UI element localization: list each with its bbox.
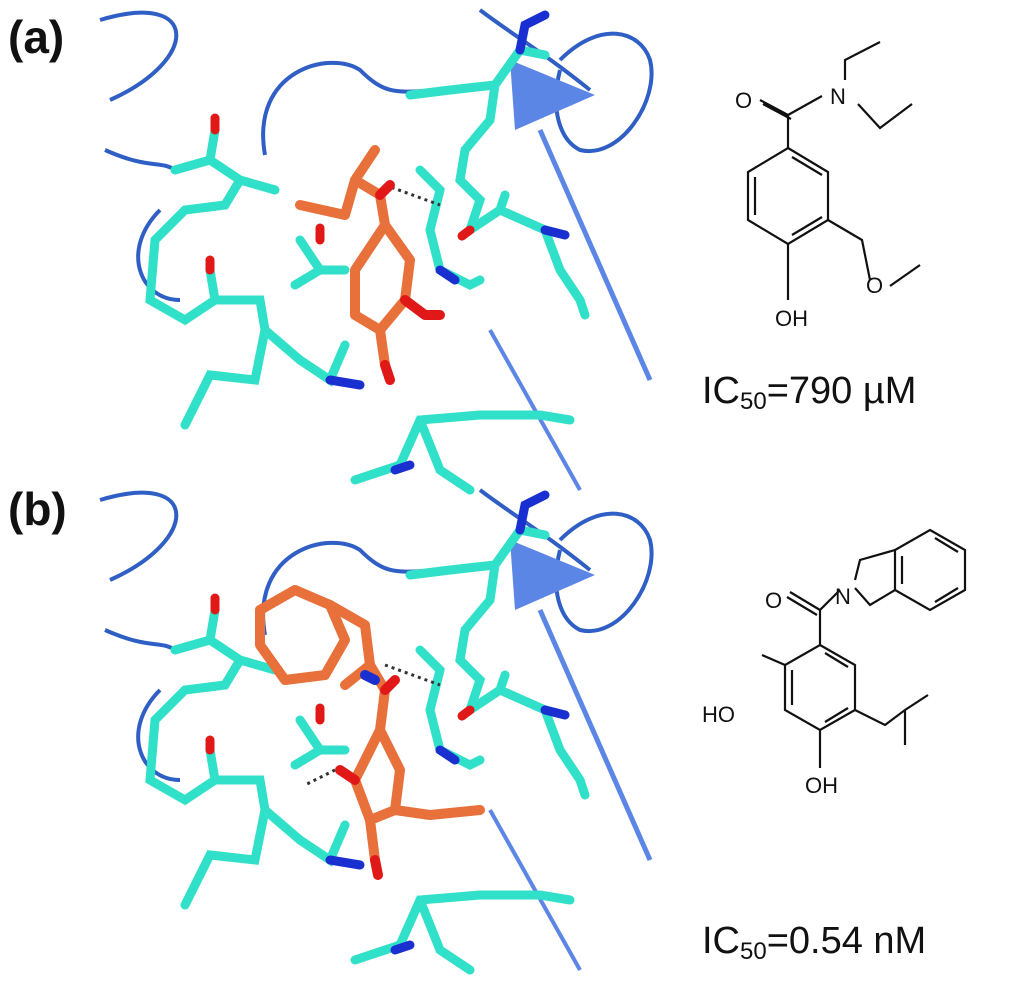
- panel-a-label: (a): [8, 11, 65, 63]
- panel-a-amide-n: N: [830, 84, 846, 109]
- panel-b-amide-n: N: [835, 584, 851, 609]
- panel-a-structure: [746, 41, 921, 300]
- panel-a-methoxy-o: O: [866, 273, 883, 298]
- panel-b-carbonyl-o: O: [765, 588, 782, 613]
- panel-a-ic50-value: =790 µM: [766, 370, 917, 412]
- panel-a-hydroxyl: OH: [775, 306, 808, 331]
- panel-a-ic50: IC50=790 µM: [702, 372, 916, 414]
- panel-a-ligand: [295, 145, 445, 385]
- panel-b-ligand: [255, 585, 485, 880]
- panel-b-hydroxyl-bottom: OH: [805, 773, 838, 798]
- panel-b-ic50-prefix: IC: [702, 920, 740, 962]
- panel-a-carbonyl-o: O: [735, 88, 752, 113]
- panel-b-structure: [761, 528, 967, 768]
- panel-a-binding-site: [100, 10, 652, 490]
- panel-b-label: (b): [8, 483, 67, 535]
- panel-b-hydroxyl-left: HO: [702, 702, 735, 727]
- panel-b-binding-site: [100, 490, 652, 970]
- panel-b-ic50-sub: 50: [740, 938, 767, 965]
- panel-b-ic50: IC50=0.54 nM: [702, 922, 926, 964]
- panel-a-ic50-sub: 50: [740, 388, 767, 415]
- panel-a-ic50-prefix: IC: [702, 370, 740, 412]
- panel-b-ic50-value: =0.54 nM: [766, 920, 927, 962]
